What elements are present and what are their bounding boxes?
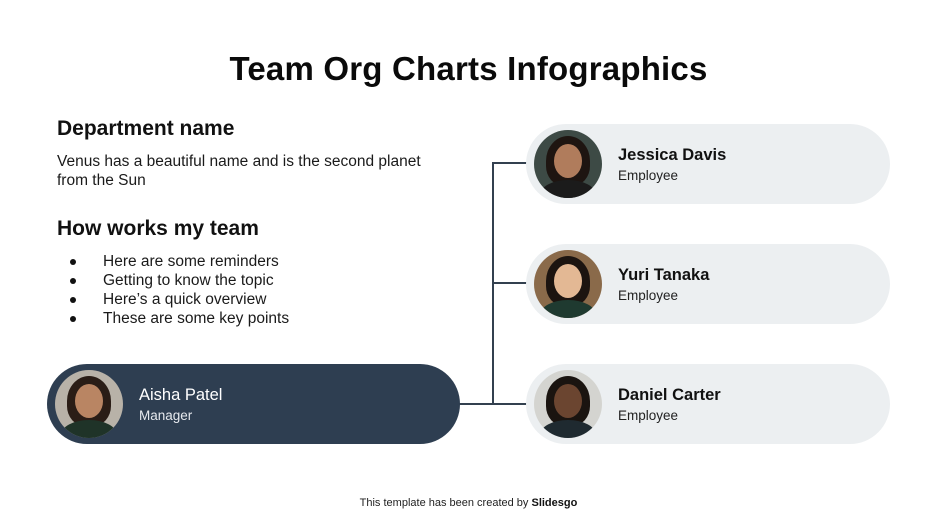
manager-name: Aisha Patel: [139, 386, 223, 404]
list-item-text: Here’s a quick overview: [103, 291, 267, 308]
person-photo-icon: [534, 370, 602, 438]
employee-name: Yuri Tanaka: [618, 266, 710, 284]
bullet-icon: [70, 315, 76, 322]
list-item: These are some key points: [70, 309, 289, 328]
list-item: Here are some reminders: [70, 252, 289, 271]
employee-role: Employee: [618, 288, 679, 303]
list-item-text: Here are some reminders: [103, 253, 279, 270]
person-photo-icon: [534, 250, 602, 318]
footer-brand-link[interactable]: Slidesgo: [531, 497, 578, 509]
list-item: Getting to know the topic: [70, 271, 289, 290]
bullet-icon: [70, 277, 76, 284]
footer-credit: This template has been created by Slides…: [0, 497, 937, 509]
connector-employee-2: [492, 282, 528, 284]
footer-prefix: This template has been created by: [359, 497, 532, 509]
connector-manager: [458, 403, 528, 405]
department-description: Venus has a beautiful name and is the se…: [57, 153, 421, 189]
employee-role: Employee: [618, 168, 679, 183]
employee-role: Employee: [618, 408, 679, 423]
list-item: Here’s a quick overview: [70, 290, 289, 309]
manager-card: Aisha Patel Manager: [47, 364, 460, 444]
employee-card: Jessica Davis Employee: [526, 124, 890, 204]
employee-card: Yuri Tanaka Employee: [526, 244, 890, 324]
manager-role: Manager: [139, 408, 193, 423]
person-photo-icon: [534, 130, 602, 198]
team-heading: How works my team: [57, 217, 259, 240]
employee-name: Daniel Carter: [618, 386, 721, 404]
department-heading: Department name: [57, 117, 235, 140]
employee-card: Daniel Carter Employee: [526, 364, 890, 444]
connector-employee-1: [492, 162, 528, 164]
list-item-text: Getting to know the topic: [103, 272, 274, 289]
slide-title: Team Org Charts Infographics: [229, 50, 708, 87]
team-list: Here are some reminders Getting to know …: [70, 252, 289, 328]
list-item-text: These are some key points: [103, 310, 290, 327]
bullet-icon: [70, 296, 76, 303]
employee-name: Jessica Davis: [618, 146, 727, 164]
person-photo-icon: [55, 370, 123, 438]
bullet-icon: [70, 258, 76, 265]
